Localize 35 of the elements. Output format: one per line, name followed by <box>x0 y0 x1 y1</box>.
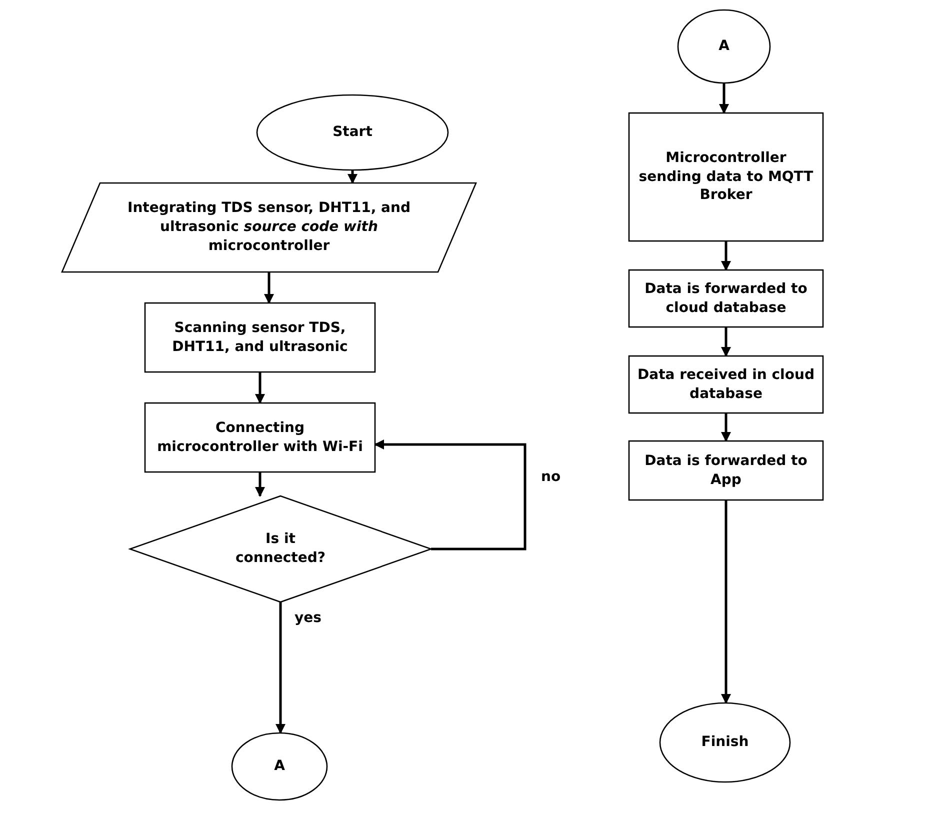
arrow <box>719 83 729 114</box>
arrow <box>721 500 731 704</box>
arrow <box>264 272 274 304</box>
arrow <box>255 372 265 404</box>
node-text: Start <box>332 123 372 142</box>
decision-diamond <box>130 496 431 602</box>
process-box <box>629 356 823 413</box>
arrow <box>721 327 731 357</box>
node-text: Microcontroller sending data to MQTT Broker <box>638 148 814 206</box>
node-text: Is it connected? <box>234 530 326 568</box>
node-text: Connecting microcontroller with Wi-Fi <box>156 418 364 456</box>
node-text: Integrating TDS sensor, DHT11, and ultrasonic source code with microcontroller <box>126 199 412 256</box>
terminal-ellipse <box>232 733 327 800</box>
node-text: A <box>274 757 285 776</box>
terminal-ellipse <box>660 703 790 782</box>
terminal-ellipse <box>257 95 448 170</box>
arrow <box>276 602 286 734</box>
input-parallelogram <box>62 183 476 272</box>
node-text: Data received in cloud database <box>636 366 816 404</box>
process-box <box>629 441 823 500</box>
process-box <box>629 113 823 241</box>
node-text: Finish <box>701 733 749 752</box>
process-box <box>629 270 823 327</box>
arrow <box>255 472 265 497</box>
process-box <box>145 403 375 472</box>
node-text: Data is forwarded to cloud database <box>644 280 808 318</box>
arrow <box>721 413 731 442</box>
node-text: Data is forwarded to App <box>644 452 808 490</box>
arrow <box>721 241 731 271</box>
terminal-ellipse <box>678 10 770 83</box>
process-box <box>145 303 375 372</box>
node-text: A <box>718 37 730 56</box>
arrow <box>374 440 526 550</box>
arrow <box>348 170 358 184</box>
node-text: Scanning sensor TDS, DHT11, and ultrasonic <box>171 318 349 356</box>
